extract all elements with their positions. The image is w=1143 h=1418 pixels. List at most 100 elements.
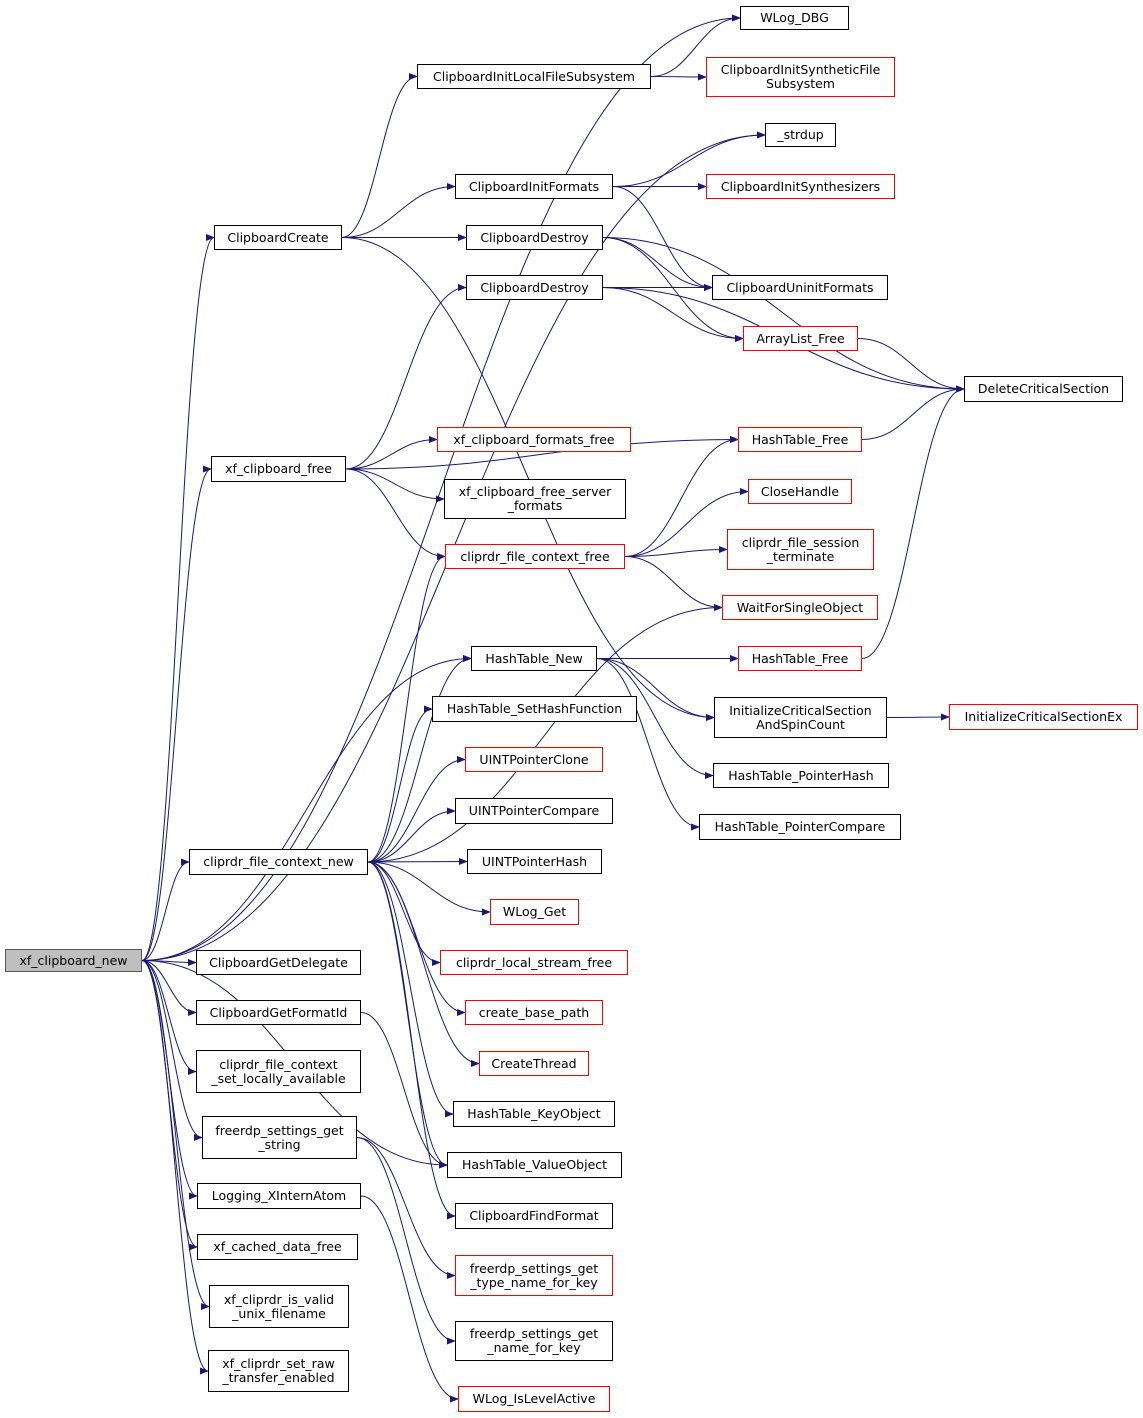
node-label: ClipboardGetFormatId [209, 1004, 348, 1020]
node-label: HashTable_ValueObject [461, 1157, 608, 1172]
node-ht-ptr-compare[interactable]: HashTable_PointerCompare [699, 814, 901, 840]
node-cb-init-synthesizers[interactable]: ClipboardInitSynthesizers [706, 174, 895, 199]
node-wlog-islevel[interactable]: WLog_IsLevelActive [458, 1386, 610, 1412]
node-label: cliprdr_file_context_free [460, 548, 610, 564]
node-label: ClipboardDestroy [480, 279, 589, 295]
edge-xf-cb-free-to-hashtable-free1 [345, 435, 739, 470]
node-hashtable-free1[interactable]: HashTable_Free [738, 427, 862, 452]
edge-file-ctx-new-to-create-thread [367, 861, 480, 1068]
node-label: WLog_IsLevelActive [472, 1391, 596, 1406]
node-ht-set-hash[interactable]: HashTable_SetHashFunction [432, 696, 637, 722]
node-uint-compare[interactable]: UINTPointerCompare [455, 798, 613, 824]
edge-init-cs-spin-to-init-cs-ex [886, 713, 950, 721]
node-settings-type-name[interactable]: freerdp_settings_get_type_name_for_key [455, 1255, 613, 1296]
edge-root-to-xf-cb-free [141, 465, 212, 961]
node-label: cliprdr_file_context [219, 1056, 338, 1072]
node-create-thread[interactable]: CreateThread [479, 1051, 589, 1076]
edge-xf-cb-free-to-xf-free-server-formats [345, 468, 445, 503]
node-uint-clone[interactable]: UINTPointerClone [465, 747, 603, 772]
edge-file-ctx-new-to-wait-single [367, 603, 723, 863]
node-label: DeleteCriticalSection [977, 381, 1110, 396]
node-cb-destroy1[interactable]: ClipboardDestroy [466, 225, 603, 250]
node-label: _type_name_for_key [470, 1274, 598, 1290]
node-file-ctx-new[interactable]: cliprdr_file_context_new [189, 849, 368, 875]
node-xf-formats-free[interactable]: xf_clipboard_formats_free [437, 427, 631, 452]
node-hashtable-free2[interactable]: HashTable_Free [738, 646, 862, 671]
node-strdup[interactable]: _strdup [765, 123, 836, 147]
node-label: freerdp_settings_get [215, 1122, 344, 1138]
node-xf-valid-unix[interactable]: xf_cliprdr_is_valid_unix_filename [209, 1285, 349, 1328]
node-label: ClipboardDestroy [480, 229, 589, 245]
node-label: ClipboardUninitFormats [726, 279, 874, 295]
node-label: HashTable_SetHashFunction [446, 701, 623, 716]
node-label: _formats [507, 498, 563, 513]
node-cb-create[interactable]: ClipboardCreate [214, 225, 342, 250]
edge-cb-destroy2-to-arraylist-free [602, 287, 744, 343]
node-file-session-term[interactable]: cliprdr_file_session_terminate [727, 529, 874, 570]
edge-file-ctx-free-to-wait-single [624, 556, 723, 612]
node-cb-destroy2[interactable]: ClipboardDestroy [466, 275, 603, 300]
edge-settings-get-string-to-settings-name-key [356, 1137, 456, 1345]
edge-file-ctx-new-to-uint-hash [367, 857, 468, 866]
edge-arraylist-free-to-delete-cs [857, 338, 965, 393]
node-label: xf_cliprdr_is_valid [223, 1291, 335, 1307]
node-ht-ptr-hash[interactable]: HashTable_PointerHash [713, 763, 889, 788]
node-wlog-dbg[interactable]: WLog_DBG [740, 6, 849, 30]
node-cb-find-format[interactable]: ClipboardFindFormat [455, 1203, 613, 1229]
node-xf-free-server-formats[interactable]: xf_clipboard_free_server_formats [444, 479, 626, 519]
node-logging-xintern[interactable]: Logging_XInternAtom [197, 1183, 361, 1209]
node-label: ClipboardGetDelegate [209, 954, 348, 970]
node-label: ClipboardCreate [227, 229, 329, 245]
node-file-ctx-set-local[interactable]: cliprdr_file_context_set_locally_availab… [196, 1050, 361, 1093]
node-label: HashTable_KeyObject [467, 1106, 601, 1121]
edge-xf-cb-free-to-cb-destroy2 [345, 283, 467, 470]
node-label: ClipboardFindFormat [469, 1208, 599, 1223]
edge-hashtable-new-to-init-cs-spin [596, 658, 715, 722]
edge-cb-create-to-init-cs-spin [341, 237, 715, 722]
node-cb-uninit-formats[interactable]: ClipboardUninitFormats [712, 275, 888, 300]
node-create-base-path[interactable]: create_base_path [465, 1000, 603, 1025]
node-xf-cb-free[interactable]: xf_clipboard_free [211, 456, 346, 482]
node-wlog-get[interactable]: WLog_Get [490, 899, 579, 925]
node-xf-cached-free[interactable]: xf_cached_data_free [197, 1234, 358, 1260]
edge-cb-destroy1-to-cb-uninit-formats [602, 237, 713, 292]
node-label: CreateThread [491, 1055, 577, 1071]
node-xf-set-raw[interactable]: xf_cliprdr_set_raw_transfer_enabled [208, 1350, 349, 1392]
node-label: ClipboardInitFormats [468, 178, 600, 194]
node-cb-init-local[interactable]: ClipboardInitLocalFileSubsystem [417, 64, 651, 89]
node-ht-key-object[interactable]: HashTable_KeyObject [453, 1101, 615, 1127]
node-label: HashTable_Free [751, 650, 849, 666]
node-label: _strdup [777, 127, 824, 142]
edge-hashtable-new-to-ht-ptr-hash [596, 658, 714, 780]
edge-file-ctx-new-to-create-base-path [367, 861, 466, 1017]
edge-root-to-wlog-dbg [141, 14, 741, 961]
node-wait-single[interactable]: WaitForSingleObject [722, 595, 878, 620]
edge-file-ctx-new-to-wlog-get [367, 861, 491, 916]
node-settings-get-string[interactable]: freerdp_settings_get_string [202, 1116, 357, 1159]
node-delete-cs[interactable]: DeleteCriticalSection [964, 376, 1123, 402]
node-file-ctx-free[interactable]: cliprdr_file_context_free [445, 544, 625, 569]
node-local-stream-free[interactable]: cliprdr_local_stream_free [440, 950, 628, 975]
edge-settings-get-string-to-settings-type-name [356, 1137, 456, 1280]
node-label: freerdp_settings_get [469, 1326, 599, 1341]
node-arraylist-free[interactable]: ArrayList_Free [743, 326, 858, 351]
node-settings-name-key[interactable]: freerdp_settings_get_name_for_key [455, 1321, 613, 1361]
node-cb-get-delegate[interactable]: ClipboardGetDelegate [196, 950, 361, 975]
node-cb-get-format-id[interactable]: ClipboardGetFormatId [196, 1000, 361, 1025]
node-close-handle[interactable]: CloseHandle [748, 479, 852, 504]
node-init-cs-ex[interactable]: InitializeCriticalSectionEx [949, 704, 1138, 730]
node-label: HashTable_New [485, 650, 583, 666]
node-hashtable-new[interactable]: HashTable_New [471, 646, 597, 671]
node-label: AndSpinCount [756, 716, 845, 732]
node-label: cliprdr_local_stream_free [455, 954, 613, 970]
node-cb-init-formats[interactable]: ClipboardInitFormats [455, 174, 613, 199]
node-uint-hash[interactable]: UINTPointerHash [467, 849, 602, 874]
node-label: _terminate [766, 548, 835, 564]
node-label: ClipboardInitLocalFileSubsystem [433, 68, 635, 84]
edge-file-ctx-new-to-uint-clone [367, 755, 466, 863]
node-ht-value-object[interactable]: HashTable_ValueObject [447, 1152, 622, 1178]
edge-root-to-file-ctx-set-local [141, 960, 197, 1076]
